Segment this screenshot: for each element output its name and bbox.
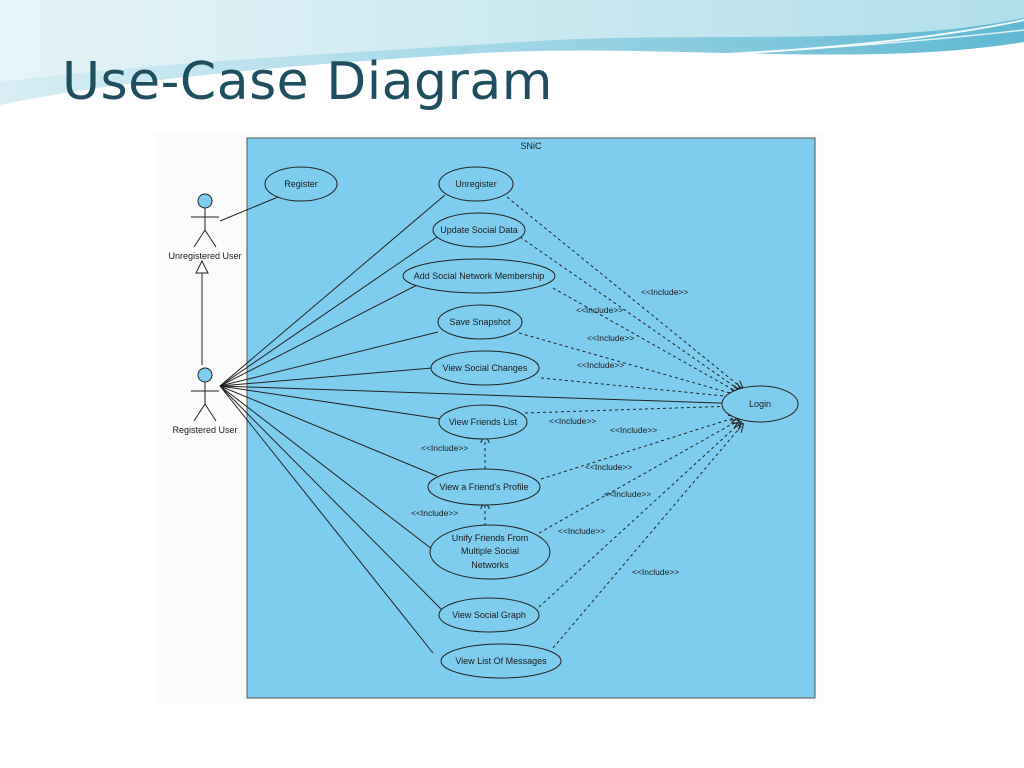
association-view-friends-list bbox=[219, 385, 442, 420]
use-case-update-social-data bbox=[432, 212, 526, 248]
use-case-unify-friends bbox=[429, 524, 551, 580]
use-case-labels: Register Unregister Update Social Data A… bbox=[284, 179, 771, 666]
include-label: <<Include>> bbox=[577, 360, 624, 370]
include-view-messages-login bbox=[552, 424, 743, 649]
include-label: <<Include>> bbox=[585, 462, 632, 472]
actor-unregistered-label: Unregistered User bbox=[168, 251, 241, 261]
actor-unregistered-user bbox=[191, 193, 219, 248]
include-label: <<Include>> bbox=[641, 287, 688, 297]
use-case-view-social-graph bbox=[438, 597, 540, 633]
include-label: <<Include>> bbox=[632, 567, 679, 577]
actor-registered-label: Registered User bbox=[172, 425, 237, 435]
use-case-save-snapshot bbox=[437, 304, 523, 340]
use-case-view-friend-profile bbox=[427, 468, 541, 506]
use-case-add-membership-label: Add Social Network Membership bbox=[414, 271, 545, 281]
use-case-view-friend-profile-label: View a Friend's Profile bbox=[439, 482, 528, 492]
association-view-friend-profile bbox=[219, 385, 438, 477]
system-boundary bbox=[246, 137, 816, 699]
use-case-update-social-data-label: Update Social Data bbox=[440, 225, 518, 235]
use-case-register-label: Register bbox=[284, 179, 318, 189]
include-unregister-login bbox=[506, 196, 743, 389]
association-login bbox=[219, 385, 748, 405]
include-label: <<Include>> bbox=[576, 305, 623, 315]
generalization-arrowhead bbox=[195, 259, 209, 274]
use-case-view-friends-list bbox=[438, 404, 528, 440]
use-case-register bbox=[264, 166, 338, 202]
include-label: <<Include>> bbox=[610, 425, 657, 435]
use-case-unify-friends-label-3: Networks bbox=[471, 560, 509, 570]
use-case-view-social-graph-label: View Social Graph bbox=[452, 610, 526, 620]
include-view-friend-profile-login bbox=[540, 417, 737, 480]
association-unify-friends bbox=[219, 385, 442, 557]
association-update-social-data bbox=[219, 236, 438, 387]
actor-registered-user bbox=[191, 367, 219, 422]
include-view-friends-list-login bbox=[524, 406, 735, 414]
include-view-social-graph-login bbox=[538, 422, 741, 608]
slide-title: Use-Case Diagram bbox=[62, 52, 553, 112]
use-case-unregister bbox=[438, 166, 514, 202]
header-wave-line-2 bbox=[299, 29, 1024, 83]
use-case-save-snapshot-label: Save Snapshot bbox=[449, 317, 511, 327]
use-case-view-friends-list-label: View Friends List bbox=[449, 417, 518, 427]
use-case-view-social-changes-label: View Social Changes bbox=[443, 363, 528, 373]
header-wave-line bbox=[0, 19, 1024, 109]
use-case-view-messages bbox=[440, 643, 562, 679]
include-unify-friends-login bbox=[538, 420, 739, 534]
include-label: <<Include>> bbox=[411, 508, 458, 518]
use-case-view-messages-label: View List Of Messages bbox=[455, 656, 547, 666]
use-case-view-social-changes bbox=[430, 350, 540, 386]
include-dependencies-login bbox=[506, 196, 743, 649]
include-label: <<Include>> bbox=[549, 416, 596, 426]
association-view-messages bbox=[219, 385, 434, 654]
actor-unregistered-head bbox=[197, 193, 213, 209]
use-case-diagram: SNiC <<Include>> <<Incl bbox=[168, 137, 816, 699]
use-case-ellipses bbox=[264, 166, 799, 679]
association-add-membership bbox=[219, 284, 418, 387]
include-label: <<Include>> bbox=[604, 489, 651, 499]
include-save-snapshot-login bbox=[518, 332, 737, 395]
include-label: <<Include>> bbox=[558, 526, 605, 536]
include-label: <<Include>> bbox=[421, 443, 468, 453]
actor-registered-head bbox=[197, 367, 213, 383]
associations-registered bbox=[219, 194, 748, 654]
association-save-snapshot bbox=[219, 331, 439, 387]
header-wave-decoration bbox=[0, 0, 1024, 109]
association-view-social-graph bbox=[219, 385, 442, 610]
association-view-social-changes bbox=[219, 367, 433, 387]
system-name: SNiC bbox=[520, 141, 542, 151]
use-case-login-label: Login bbox=[749, 399, 771, 409]
include-view-social-changes-login bbox=[540, 377, 735, 397]
association-register bbox=[219, 196, 279, 222]
use-case-unify-friends-label-1: Unify Friends From bbox=[452, 533, 529, 543]
include-labels: <<Include>> <<Include>> <<Include>> <<In… bbox=[411, 287, 688, 577]
include-update-social-data-login bbox=[519, 236, 741, 391]
header-wave-front bbox=[0, 0, 1024, 82]
use-case-login bbox=[721, 385, 799, 423]
association-unregister bbox=[219, 194, 446, 387]
use-case-unregister-label: Unregister bbox=[455, 179, 497, 189]
diagram-panel: SNiC <<Include>> <<Incl bbox=[155, 133, 825, 703]
use-case-unify-friends-label-2: Multiple Social bbox=[461, 546, 519, 556]
use-case-add-membership bbox=[402, 258, 556, 294]
include-label: <<Include>> bbox=[587, 333, 634, 343]
